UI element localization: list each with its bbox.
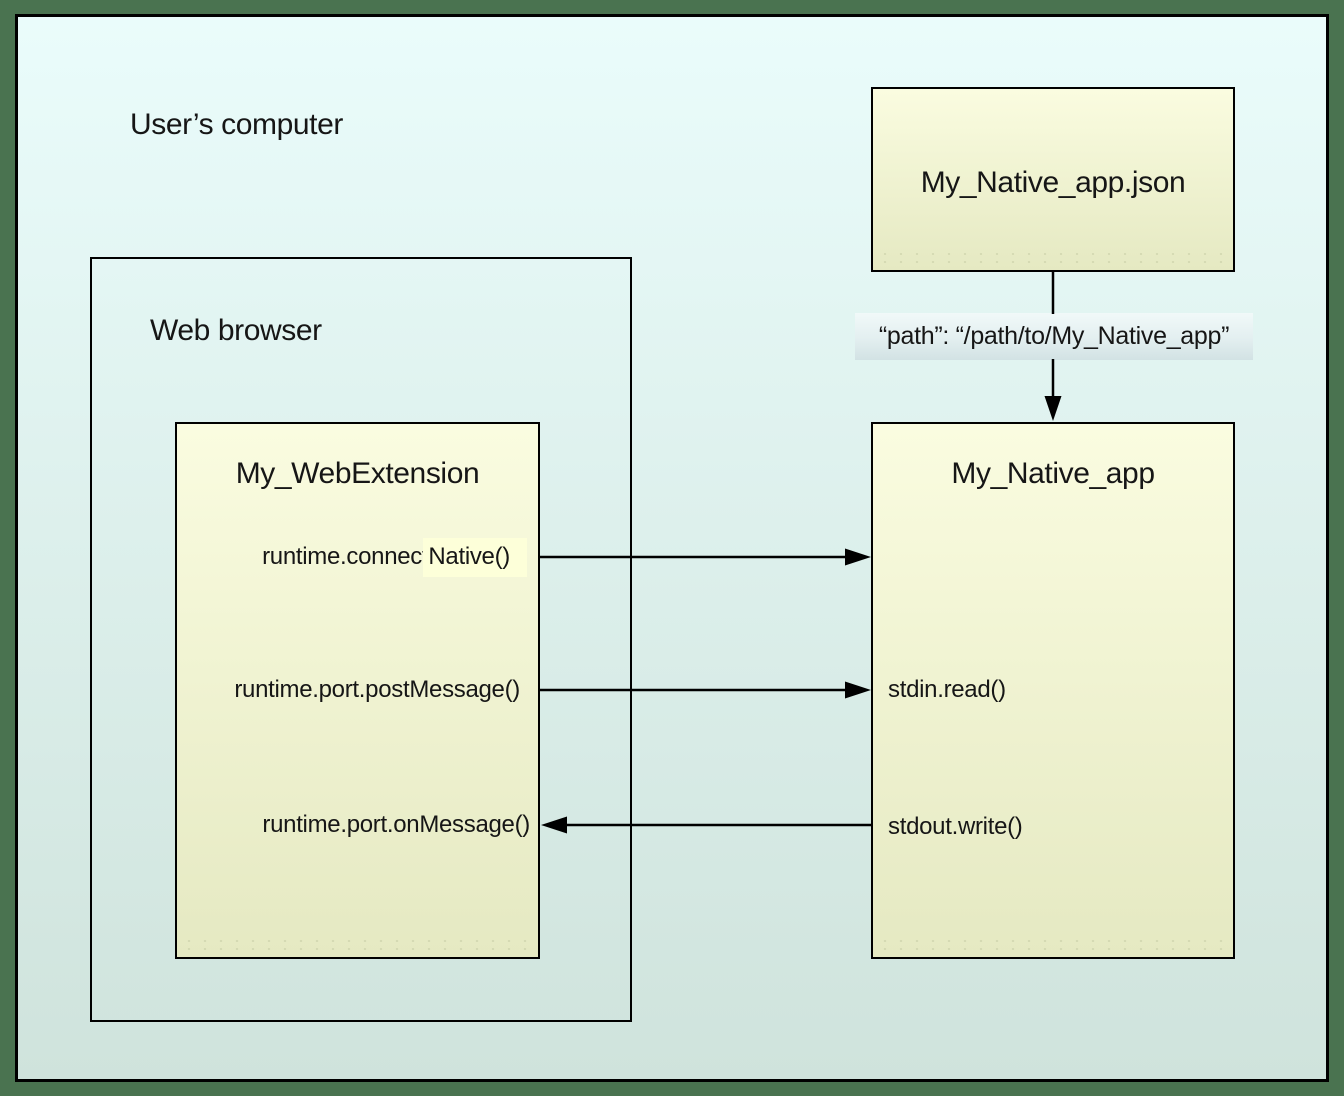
- native-app-title: My_Native_app: [951, 457, 1155, 490]
- manifest-json-box: My_Native_app.json: [871, 87, 1235, 272]
- connect-native-highlight: Native(): [423, 538, 527, 577]
- path-label: “path”: “/path/to/My_Native_app”: [878, 322, 1230, 350]
- webextension-title: My_WebExtension: [235, 457, 480, 490]
- native-app-box: My_Native_app stdin.read() stdout.write(…: [871, 422, 1235, 959]
- post-message-label: runtime.port.postMessage(): [234, 676, 520, 703]
- webextension-box: My_WebExtension runtime.connectNative() …: [175, 422, 540, 959]
- web-browser-label: Web browser: [150, 314, 322, 347]
- connect-native-label: runtime.connectNative(): [262, 538, 527, 577]
- path-label-band: “path”: “/path/to/My_Native_app”: [855, 313, 1253, 360]
- stdin-read-label: stdin.read(): [888, 676, 1006, 703]
- connect-native-prefix: runtime.connect: [262, 543, 429, 570]
- user-computer-label: User’s computer: [130, 108, 343, 141]
- manifest-json-title: My_Native_app.json: [920, 165, 1186, 199]
- stdout-write-label: stdout.write(): [888, 813, 1023, 840]
- on-message-label: runtime.port.onMessage(): [262, 811, 530, 838]
- web-browser-box: Web browser: [90, 257, 632, 1022]
